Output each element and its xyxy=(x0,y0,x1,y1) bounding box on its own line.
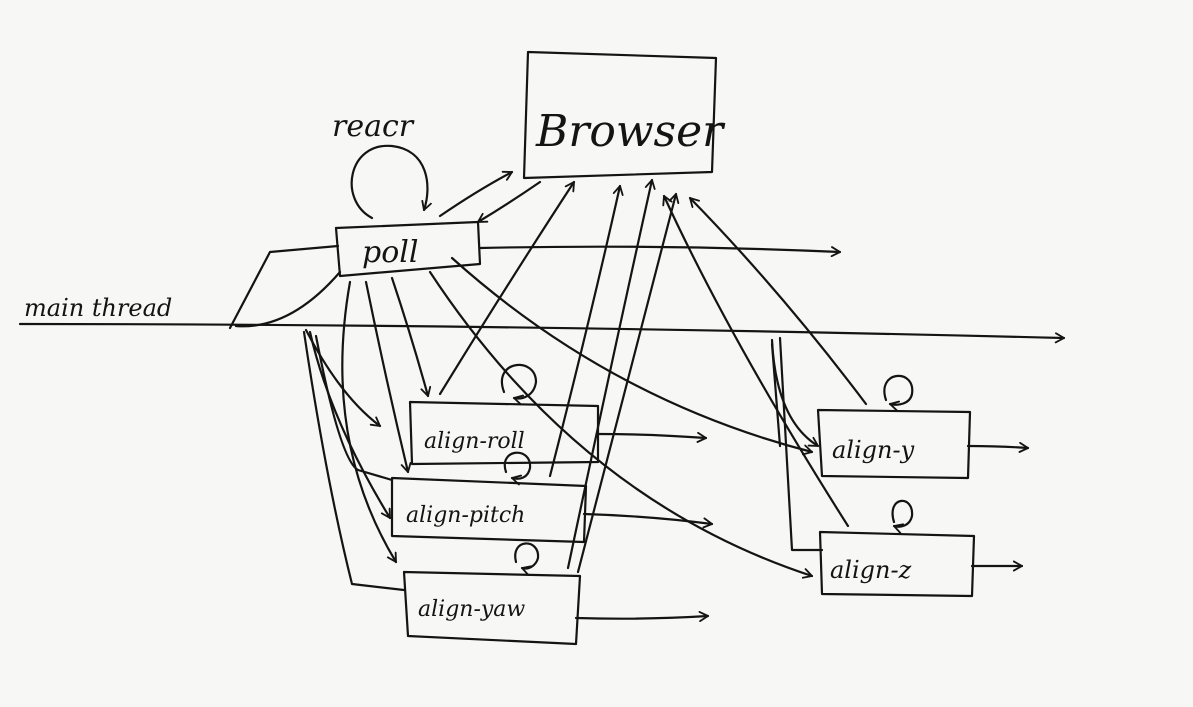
main-to-pitch-arrow xyxy=(308,330,392,520)
align-y-self-loop xyxy=(883,374,914,412)
roll-timeline-arrow xyxy=(596,431,708,443)
poll-to-yaw-arrow xyxy=(341,280,398,564)
poll-timeline-arrow xyxy=(478,245,842,258)
align-z-self-loop xyxy=(891,499,914,534)
poll-to-align-z-arrow xyxy=(428,270,814,579)
align-z-label: align-z xyxy=(830,556,912,584)
yaw-timeline-arrow xyxy=(574,611,710,623)
poll-box xyxy=(334,220,482,278)
poll-spawn-lower xyxy=(234,270,342,328)
align-z-box xyxy=(818,530,976,598)
align-roll-label: align-roll xyxy=(424,429,525,454)
poll-to-roll-arrow xyxy=(390,276,432,398)
main-to-yaw-bracket xyxy=(302,330,406,592)
align-y-to-browser-arrow xyxy=(688,196,868,406)
pitch-timeline-arrow xyxy=(582,512,714,529)
pitch-to-browser-arrow xyxy=(548,184,624,478)
pitch-self-loop xyxy=(503,451,532,486)
align-y-label: align-y xyxy=(832,436,915,464)
browser-to-poll-arrow xyxy=(476,180,542,224)
poll-label: poll xyxy=(362,235,418,270)
yaw-to-browser-arrow xyxy=(566,178,656,570)
browser-box xyxy=(522,50,718,180)
main-thread-line xyxy=(18,322,1066,344)
roll-to-browser-arrow xyxy=(438,180,576,396)
align-y-box xyxy=(816,408,972,480)
roll-self-loop xyxy=(500,363,538,406)
align-pitch-label: align-pitch xyxy=(406,503,525,528)
yaw-self-loop xyxy=(514,542,540,576)
poll-to-align-y-arrow xyxy=(450,256,814,456)
poll-spawn-bracket xyxy=(228,244,340,330)
main-to-align-z-bracket xyxy=(778,336,824,552)
poll-to-browser-arrow xyxy=(438,170,514,218)
poll-to-pitch-arrow xyxy=(364,280,412,474)
reacr-label: reacr xyxy=(332,109,415,144)
browser-label: Browser xyxy=(535,106,726,157)
reacr-loop-arrow xyxy=(350,144,432,220)
main-to-yaw-inner xyxy=(314,334,394,482)
align-y-timeline-arrow xyxy=(966,441,1030,453)
yaw-to-browser-arrow-2 xyxy=(576,192,680,574)
align-yaw-label: align-yaw xyxy=(418,597,525,622)
main-to-align-z-inner xyxy=(770,342,782,448)
align-z-to-browser-arrow xyxy=(662,194,850,528)
main-thread-label: main thread xyxy=(24,294,172,322)
